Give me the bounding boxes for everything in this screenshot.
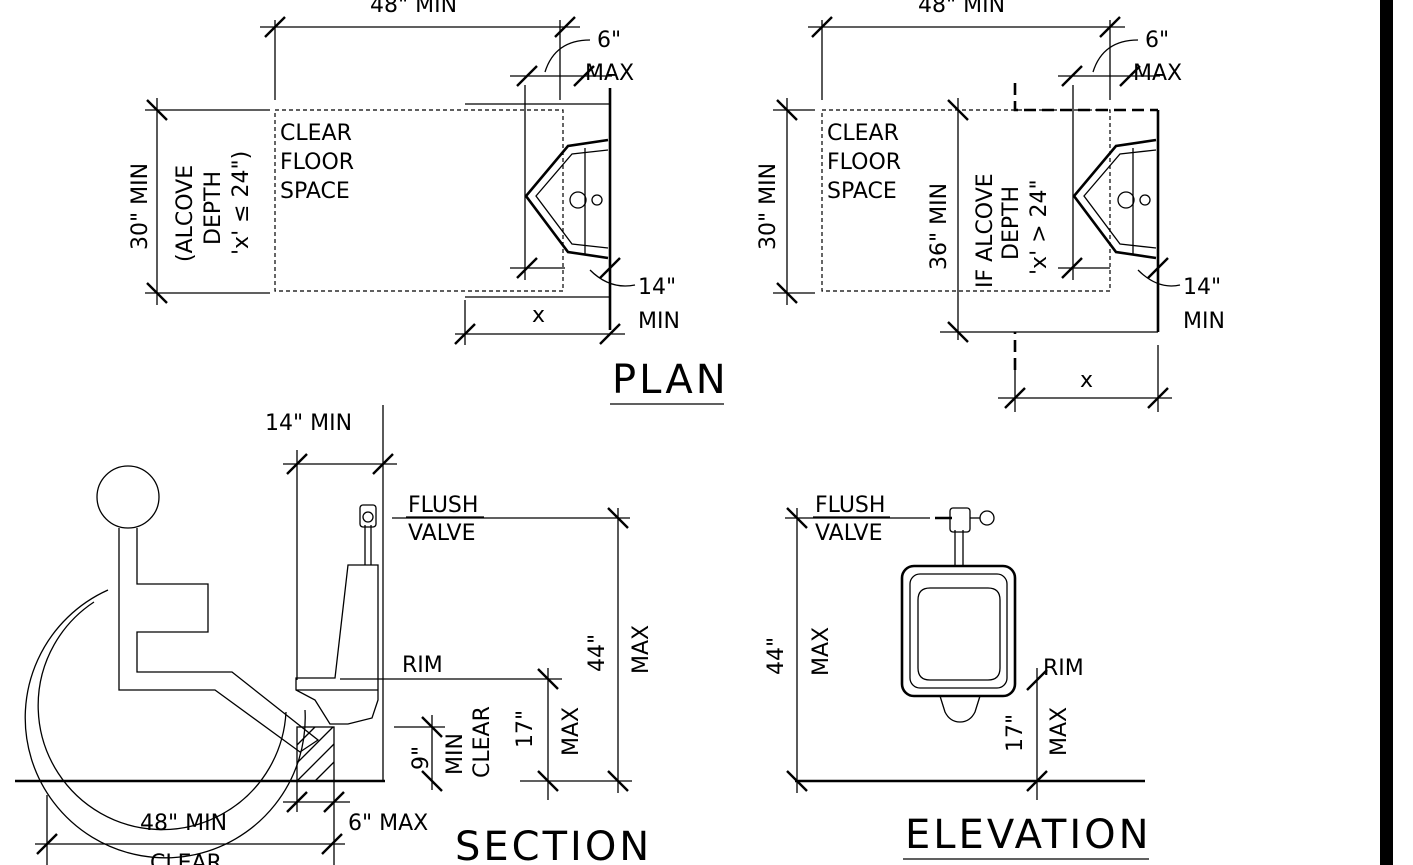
section-toe-clear: CLEAR — [470, 706, 495, 778]
section-flush: FLUSH — [408, 493, 478, 518]
plan-left: 48" MIN 6" MAX 30" MIN (ALCOVE DEPTH 'x'… — [128, 0, 680, 345]
section-rim: RIM — [402, 653, 443, 678]
elevation-dim-17: 17" — [1003, 714, 1028, 752]
wheelchair-icon — [24, 465, 320, 859]
section-dim-17: 17" — [513, 710, 538, 748]
plan-left-dim-x-min: MIN — [638, 309, 680, 334]
section-urinal-icon — [295, 504, 379, 725]
section-dim-17-max: MAX — [559, 707, 584, 756]
plan-left-alcove-1: (ALCOVE — [173, 165, 198, 262]
plan-left-alcove-2: DEPTH — [201, 171, 226, 245]
plan-left-dim-48: 48" MIN — [370, 0, 457, 18]
plan-right-alcove-3: 'x' > 24" — [1027, 179, 1052, 275]
plan-left-space: SPACE — [280, 179, 350, 204]
elevation-dim-44: 44" — [764, 637, 789, 675]
plan-right-dim-48: 48" MIN — [918, 0, 1005, 18]
section-title: SECTION — [455, 824, 652, 865]
plan-left-dim-6: 6" — [597, 28, 621, 53]
plan-left-urinal-icon — [524, 85, 609, 280]
plan-right-alcove-2: DEPTH — [999, 186, 1024, 260]
section-dim-48: 48" MIN — [140, 811, 227, 836]
plan-right-alcove-1: IF ALCOVE — [973, 173, 998, 288]
plan-left-clear-floor-space — [274, 109, 564, 292]
plan-left-dim-x: x — [532, 303, 545, 328]
plan-left-dim-14: 14" — [638, 275, 676, 300]
section-dim-6-max: 6" MAX — [348, 811, 428, 836]
plan-right-dim-x: x — [1080, 368, 1093, 393]
sheet-border — [1380, 0, 1393, 865]
plan-right-dim-14-min: MIN — [1183, 309, 1225, 334]
section: 14" MIN FLUSH VALVE RIM 44" MAX 17" MAX … — [15, 405, 654, 865]
section-dim-clear: CLEAR — [150, 851, 222, 865]
elevation-urinal-icon — [900, 507, 1017, 723]
plan-right-dim-30: 30" MIN — [756, 163, 781, 250]
elevation-dim-17-max: MAX — [1047, 707, 1072, 756]
plan-right-urinal-icon — [1072, 85, 1157, 280]
elevation-flush: FLUSH — [815, 493, 885, 518]
section-dim-9: 9" — [409, 746, 434, 770]
plan-right-dim-14: 14" — [1183, 275, 1221, 300]
plan-right-clear-floor-space — [821, 109, 1111, 292]
section-dim-44-max: MAX — [629, 625, 654, 674]
plan-right: 48" MIN 6" MAX 30" MIN CLEAR FLOOR SPACE… — [756, 0, 1225, 412]
plan-right-clear: CLEAR — [827, 121, 899, 146]
plan-right-dim-6-max: MAX — [1133, 61, 1182, 86]
plan-right-space: SPACE — [827, 179, 897, 204]
section-valve: VALVE — [408, 521, 475, 546]
section-dim-44: 44" — [585, 634, 610, 672]
plan-right-floor: FLOOR — [827, 150, 901, 175]
plan-left-clear: CLEAR — [280, 121, 352, 146]
elevation-dim-44-max: MAX — [809, 627, 834, 676]
elevation-valve: VALVE — [815, 521, 882, 546]
plan-title: PLAN — [612, 357, 729, 403]
plan-left-dim-30: 30" MIN — [128, 163, 153, 250]
elevation: FLUSH VALVE 44" MAX RIM 17" MAX ELEVATIO… — [764, 493, 1152, 860]
plan-left-alcove-3: 'x' ≤ 24") — [229, 151, 254, 255]
elevation-rim: RIM — [1043, 656, 1084, 681]
plan-left-floor: FLOOR — [280, 150, 354, 175]
plan-right-dim-6: 6" — [1145, 28, 1169, 53]
plan-right-dim-36: 36" MIN — [927, 183, 952, 270]
section-dim-14: 14" MIN — [265, 411, 352, 436]
plan-left-dim-6-max: MAX — [585, 61, 634, 86]
section-toe-min: MIN — [443, 733, 468, 775]
elevation-title: ELEVATION — [905, 812, 1152, 858]
